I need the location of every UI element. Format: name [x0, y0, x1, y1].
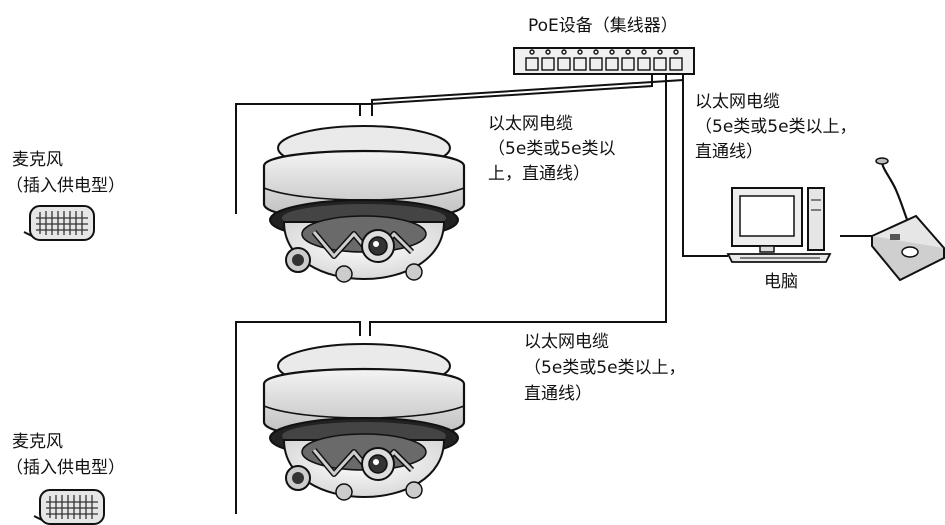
network-hub-icon — [513, 47, 695, 75]
dome-camera-icon — [264, 126, 464, 282]
computer-icon — [726, 187, 832, 263]
mic-top-line2: （插入供电型） — [6, 176, 125, 196]
mic-top-line1: 麦克风 — [12, 150, 63, 170]
microphone-icon — [33, 489, 105, 525]
cable-right-line2: （5e类或5e类以上， — [695, 117, 857, 137]
dome-camera-icon — [264, 344, 464, 500]
hub-title: PoE设备（集线器） — [528, 16, 678, 36]
cable-bottom-line1: 以太网电缆 — [524, 332, 609, 352]
computer-label: 电脑 — [764, 272, 798, 292]
mic-bottom-line2: （插入供电型） — [6, 458, 125, 478]
cable-right-line3: 直通线） — [695, 142, 763, 162]
cable-bottom-line3: 直通线） — [524, 384, 592, 404]
microphone-icon — [23, 205, 95, 241]
cables — [235, 70, 884, 514]
system-controller-icon — [870, 157, 945, 282]
cable-top-line2: （5e类或5e类以 — [488, 139, 616, 159]
cable-bottom-line2: （5e类或5e类以上， — [524, 358, 686, 378]
cable-top-line1: 以太网电缆 — [488, 114, 573, 134]
cable-right-line1: 以太网电缆 — [695, 92, 780, 112]
mic-bottom-line1: 麦克风 — [12, 432, 63, 452]
cable-top-line3: 上，直通线） — [488, 164, 590, 184]
